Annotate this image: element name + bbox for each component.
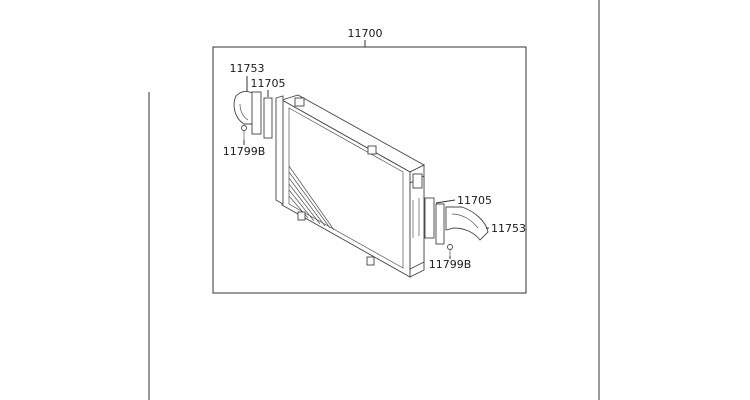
left-hose-label: 11753	[230, 62, 265, 75]
left-clip-label: 11799B	[223, 145, 266, 158]
right-clip-label: 11799B	[429, 258, 472, 271]
left-gasket	[251, 91, 273, 139]
right-hose-label: 11753	[491, 222, 526, 235]
right-gasket-leader	[435, 199, 456, 204]
right-hose	[445, 206, 489, 241]
right-clip	[447, 244, 453, 256]
left-gasket-label: 11705	[251, 77, 286, 90]
assembly-label: 11700	[348, 27, 383, 40]
right-gasket	[424, 197, 445, 245]
intercooler-core	[275, 94, 425, 278]
right-gasket-label: 11705	[457, 194, 492, 207]
left-clip	[241, 125, 247, 140]
assembly-frame	[212, 46, 527, 294]
left-hose	[233, 91, 255, 125]
